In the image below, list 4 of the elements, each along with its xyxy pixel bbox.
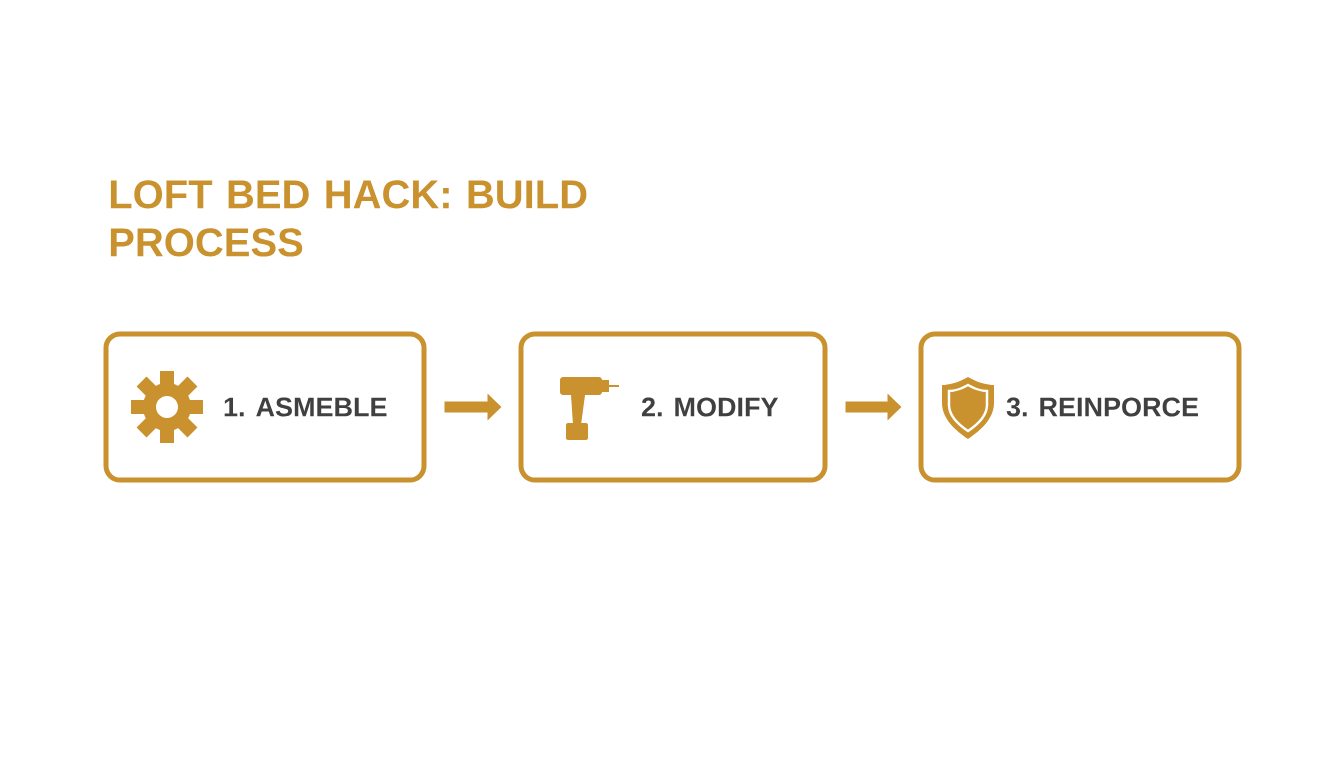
step-box: 3. REINPORCE (918, 331, 1242, 483)
title: LOFT BED HACK: BUILD PROCESS (110, 180, 587, 257)
step-box: 2. MODIFY (518, 331, 828, 483)
step-box: 1. ASMEBLE (103, 331, 427, 483)
